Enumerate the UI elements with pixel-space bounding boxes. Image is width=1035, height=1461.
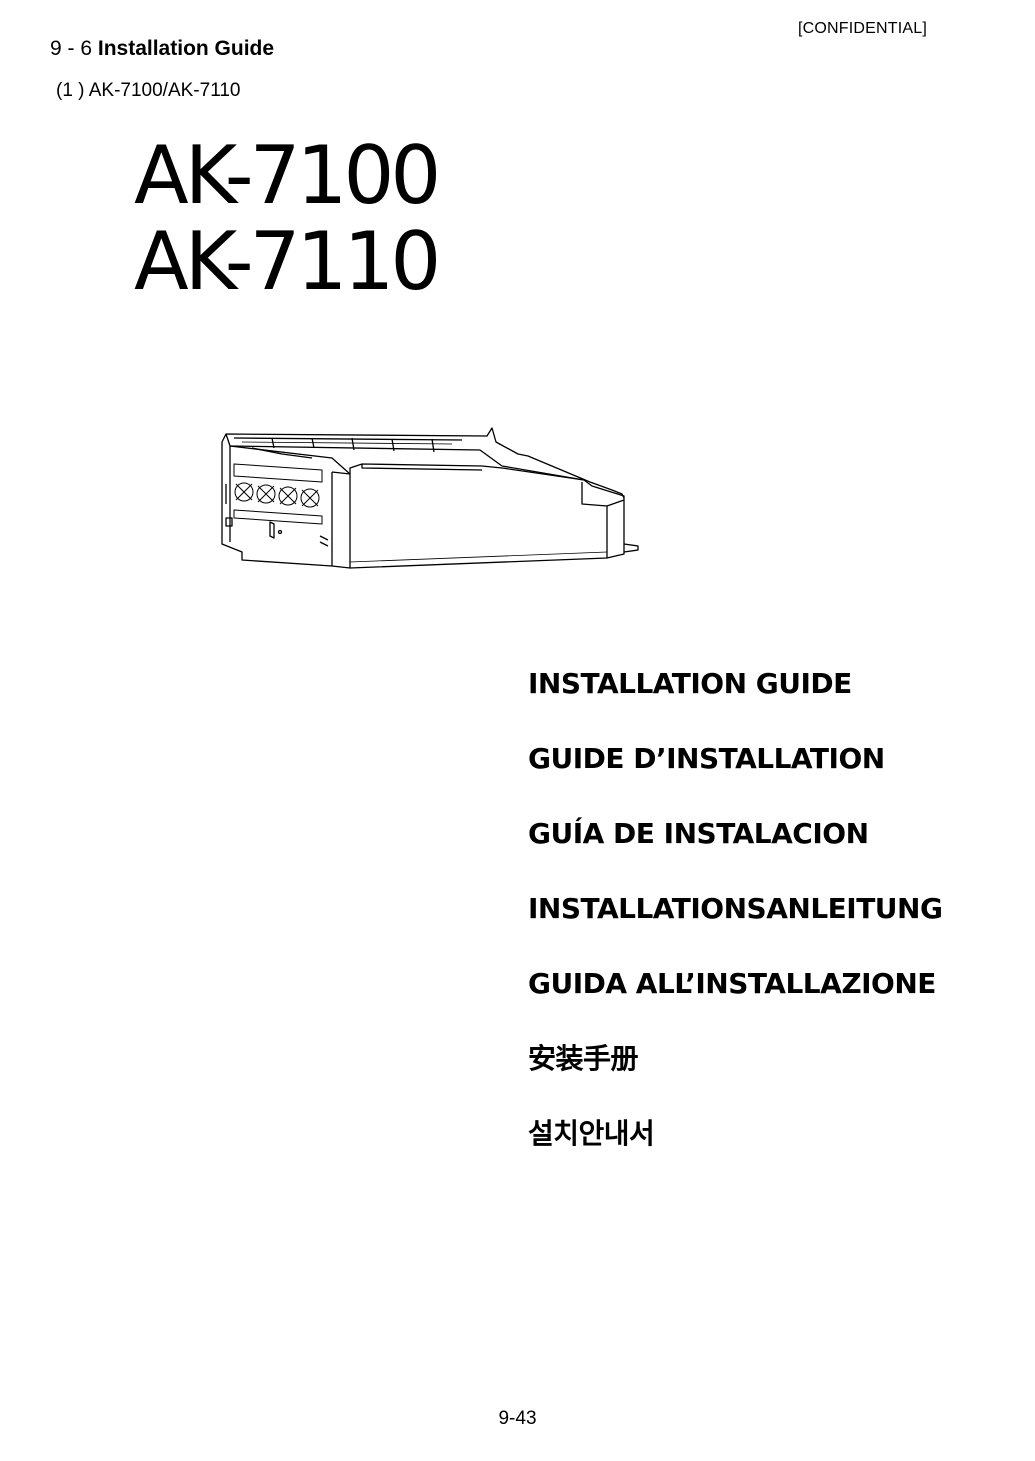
guide-title-italian: GUIDA ALL’INSTALLAZIONE — [528, 967, 936, 1000]
guide-title-german: INSTALLATIONSANLEITUNG — [528, 892, 943, 925]
guide-title-list: INSTALLATION GUIDE GUIDE D’INSTALLATION … — [528, 664, 943, 1189]
guide-title-korean: 설치안내서 — [528, 1117, 655, 1150]
section-number: 9 - 6 — [50, 37, 93, 60]
sub-heading: (1 ) AK-7100/AK-7110 — [56, 80, 241, 101]
product-illustration — [221, 427, 639, 569]
section-heading: 9 - 6 Installation Guide — [50, 37, 274, 61]
page-number: 9-43 — [498, 1408, 537, 1429]
section-title: Installation Guide — [97, 37, 275, 60]
guide-title-spanish: GUÍA DE INSTALACION — [528, 817, 869, 850]
model-name-secondary: AK-7110 — [134, 215, 441, 308]
confidential-label: [CONFIDENTIAL] — [798, 20, 928, 37]
guide-title-english: INSTALLATION GUIDE — [528, 667, 852, 700]
guide-title-french: GUIDE D’INSTALLATION — [528, 742, 885, 775]
model-name-primary: AK-7100 — [134, 129, 441, 222]
guide-title-chinese: 安装手册 — [528, 1042, 639, 1075]
